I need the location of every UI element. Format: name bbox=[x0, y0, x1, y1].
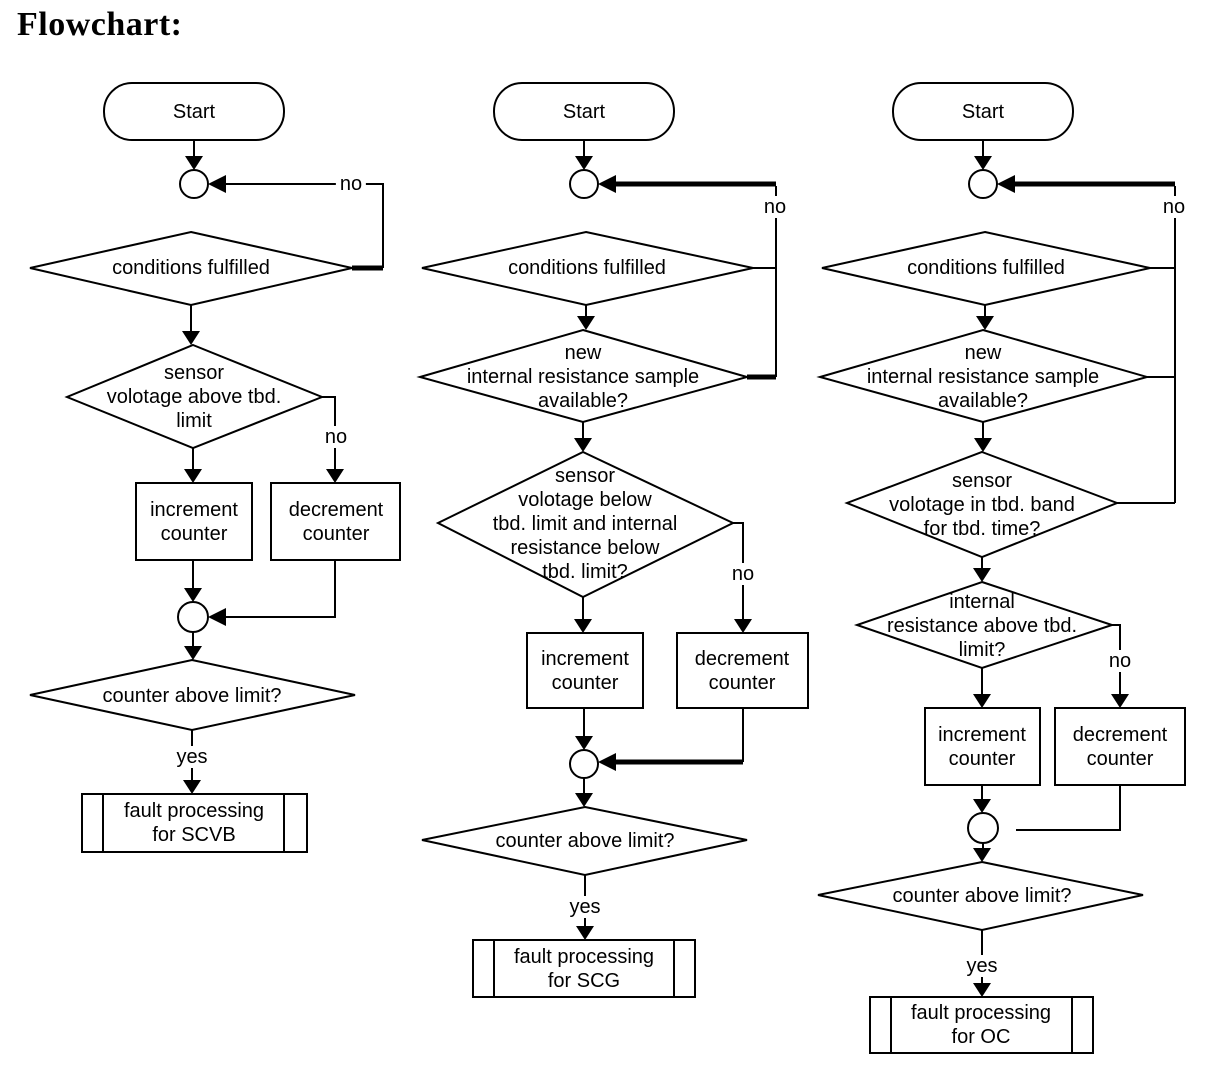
col3-conditions-diamond bbox=[821, 230, 1151, 307]
col3-internal-resistance-diamond bbox=[853, 580, 1116, 670]
col1-branch-no-label: no bbox=[320, 426, 352, 448]
col2-fault-process-bars bbox=[493, 940, 675, 997]
col2-conditions-label: conditions fulfilled bbox=[508, 257, 666, 279]
col3-decrement-label: decrement counter bbox=[1072, 724, 1168, 770]
col1-loop-no-label: no bbox=[335, 173, 367, 195]
col3-increment-label: increment counter bbox=[938, 724, 1026, 770]
col2-counter-limit-diamond bbox=[421, 805, 748, 877]
col1-increment-label: increment counter bbox=[150, 499, 238, 545]
col3-entry-junction bbox=[968, 169, 998, 199]
col2-counter-limit-label: counter above limit? bbox=[495, 830, 675, 852]
col3-conditions-label: conditions fulfilled bbox=[907, 257, 1065, 279]
col1-increment-counter-box bbox=[135, 482, 253, 561]
col2-conditions-diamond bbox=[421, 230, 754, 307]
col3-branch-no-label: no bbox=[1104, 650, 1136, 672]
col2-increment-label: increment counter bbox=[541, 648, 629, 694]
col3-counter-limit-label: counter above limit? bbox=[892, 885, 1072, 907]
col3-counter-limit-diamond bbox=[817, 860, 1144, 932]
col1-scvb-flow bbox=[29, 82, 401, 853]
col2-decrement-counter-box bbox=[676, 632, 809, 709]
col3-resistance-sample-diamond bbox=[816, 328, 1151, 424]
col2-yes-label: yes bbox=[565, 896, 605, 918]
col1-decrement-counter-box bbox=[270, 482, 401, 561]
col1-conditions-label: conditions fulfilled bbox=[112, 257, 270, 279]
col3-resistance-sample-label: new internal resistance sample available… bbox=[866, 342, 1100, 412]
col2-scg-flow bbox=[416, 82, 809, 998]
col1-counter-limit-diamond bbox=[29, 658, 356, 732]
col3-voltage-band-label: sensor volotage in tbd. band for tbd. ti… bbox=[889, 470, 1075, 540]
col2-branch-no-label: no bbox=[727, 563, 759, 585]
col1-sensor-voltage-diamond bbox=[64, 343, 325, 450]
col2-start-terminator bbox=[493, 82, 675, 141]
col2-sensor-voltage-label: sensor volotage below tbd. limit and int… bbox=[492, 465, 678, 583]
col3-oc-flow bbox=[816, 82, 1186, 1054]
col2-loop-no-label: no bbox=[759, 196, 791, 218]
col3-fault-process-box bbox=[869, 996, 1094, 1054]
col1-sensor-voltage-label: sensor volotage above tbd. limit bbox=[106, 362, 282, 432]
col1-decrement-label: decrement counter bbox=[288, 499, 384, 545]
col1-counter-limit-label: counter above limit? bbox=[102, 685, 282, 707]
col2-fault-process-label: fault processing for SCG bbox=[513, 946, 655, 992]
col2-fault-process-box bbox=[472, 939, 696, 998]
col2-merge-junction bbox=[569, 749, 599, 779]
col1-fault-process-label: fault processing for SCVB bbox=[123, 800, 265, 846]
col3-internal-resistance-label: internal resistance above tbd. limit? bbox=[886, 591, 1078, 661]
col2-start-label: Start bbox=[562, 101, 606, 123]
col2-resistance-sample-label: new internal resistance sample available… bbox=[466, 342, 700, 412]
col1-yes-label: yes bbox=[172, 746, 212, 768]
col2-entry-junction bbox=[569, 169, 599, 199]
col1-conditions-diamond bbox=[29, 230, 353, 307]
col2-increment-counter-box bbox=[526, 632, 644, 709]
col2-decrement-label: decrement counter bbox=[694, 648, 790, 694]
col3-start-label: Start bbox=[961, 101, 1005, 123]
col3-decrement-counter-box bbox=[1054, 707, 1186, 786]
col3-fault-process-label: fault processing for OC bbox=[910, 1002, 1052, 1048]
col3-fault-process-bars bbox=[890, 997, 1073, 1053]
col1-start-terminator bbox=[103, 82, 285, 141]
col3-start-terminator bbox=[892, 82, 1074, 141]
col1-fault-process-box bbox=[81, 793, 308, 853]
col1-entry-junction bbox=[179, 169, 209, 199]
col2-sensor-voltage-diamond bbox=[435, 450, 736, 599]
col2-connector-lines bbox=[582, 140, 777, 928]
col3-increment-counter-box bbox=[924, 707, 1041, 786]
col1-fault-process-bars bbox=[102, 794, 285, 852]
col1-start-label: Start bbox=[172, 101, 216, 123]
col3-connector-lines bbox=[981, 140, 1176, 985]
page-title: Flowchart: bbox=[17, 6, 183, 43]
col2-resistance-sample-diamond bbox=[416, 328, 751, 424]
col2-no-loop-thick-segments bbox=[616, 181, 776, 765]
col3-voltage-band-diamond bbox=[844, 450, 1120, 559]
col1-merge-junction bbox=[177, 601, 209, 633]
col3-yes-label: yes bbox=[962, 955, 1002, 977]
col3-loop-no-label: no bbox=[1158, 196, 1190, 218]
col3-merge-junction bbox=[967, 812, 999, 844]
